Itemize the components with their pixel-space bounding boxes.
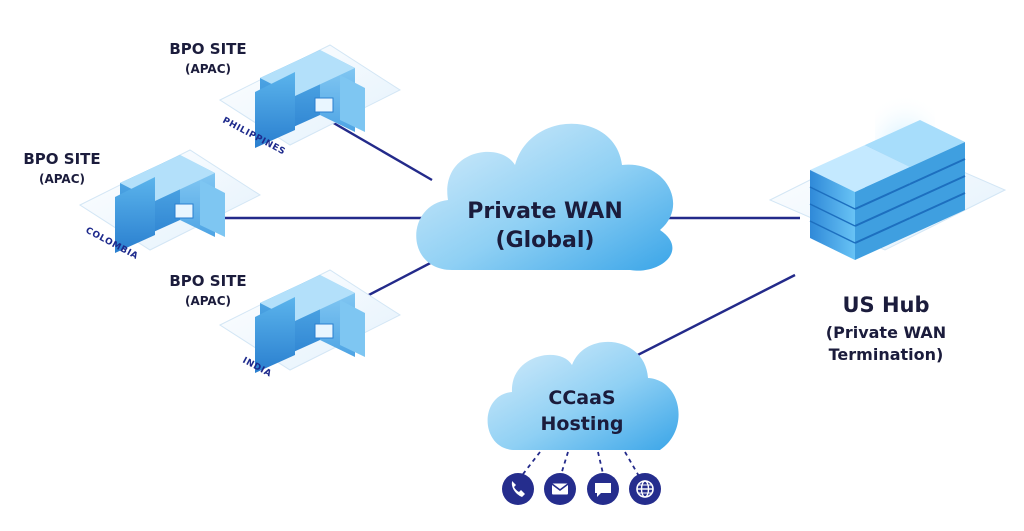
channel-connectors [519,451,641,479]
site-title: BPO SITE [169,272,246,290]
site-region: (APAC) [39,172,85,186]
ccaas-cloud-title: CCaaS [548,387,615,409]
wan-cloud-subtitle: (Global) [496,228,595,253]
building-philippines [218,44,402,148]
ccaas-cloud: CCaaS Hosting [487,341,679,450]
building-colombia [78,149,262,253]
site-region: (APAC) [185,62,231,76]
building-india [218,269,402,373]
globe-icon [629,473,661,505]
ccaas-cloud-subtitle: Hosting [541,413,624,435]
chat-icon [587,473,619,505]
hub-subtitle-line1: (Private WAN [826,323,946,342]
phone-icon [502,473,534,505]
hub-subtitle-line2: Termination) [829,345,944,364]
server-stack-icon [768,80,1007,260]
wan-cloud: Private WAN (Global) [416,123,674,271]
site-title: BPO SITE [23,150,100,168]
wan-cloud-title: Private WAN [467,199,623,224]
site-title: BPO SITE [169,40,246,58]
hub-label: US Hub (Private WAN Termination) [826,293,946,364]
link-ccaas-hub [617,273,796,367]
mail-icon [544,473,576,505]
hub-title: US Hub [842,293,929,317]
link-philippines-wan [324,116,433,182]
site-region: (APAC) [185,294,231,308]
